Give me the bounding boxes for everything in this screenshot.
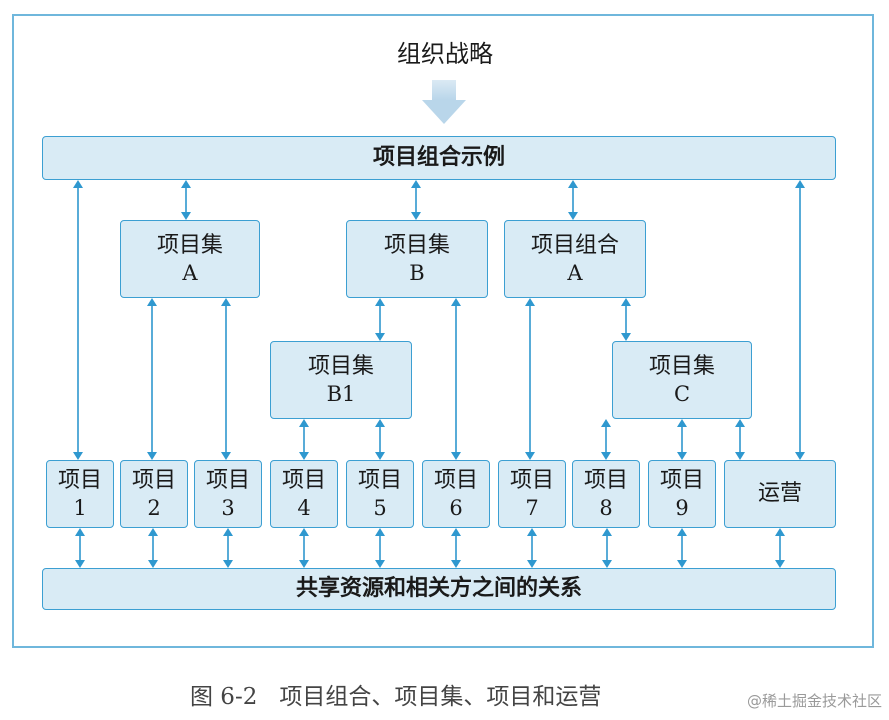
program-a-box: 项目集 A — [120, 220, 260, 298]
project-label: 项目 — [57, 468, 102, 494]
connector-arrow-3 — [411, 180, 421, 220]
operations-label: 运营 — [757, 481, 802, 507]
connector-arrow-21 — [375, 528, 385, 568]
connector-arrow-9 — [451, 298, 461, 460]
connector-arrow-5 — [795, 180, 805, 460]
program-b1-box: 项目集 B1 — [270, 341, 412, 419]
connector-arrow-19 — [223, 528, 233, 568]
connector-arrow-4 — [568, 180, 578, 220]
watermark: @稀土掘金技术社区 — [746, 692, 882, 710]
connector-arrow-2 — [181, 180, 191, 220]
connector-arrow-6 — [147, 298, 157, 460]
project-number: 9 — [675, 495, 689, 520]
portfolio-a-title: 项目组合 — [530, 233, 619, 259]
program-c-box: 项目集 C — [612, 341, 752, 419]
project-label: 项目 — [509, 468, 554, 494]
portfolio-example-bar: 项目组合示例 — [42, 136, 836, 180]
program-c-title: 项目集 — [648, 354, 715, 380]
connector-arrow-26 — [775, 528, 785, 568]
connectors — [73, 180, 805, 568]
program-b1-label: B1 — [326, 381, 356, 406]
figure-caption-text: 项目组合、项目集、项目和运营 — [279, 684, 602, 710]
project-label: 项目 — [433, 468, 478, 494]
figure-caption: 图 6-2 项目组合、项目集、项目和运营 — [190, 677, 710, 711]
connector-arrow-23 — [527, 528, 537, 568]
portfolio-a-letter: A — [567, 260, 583, 285]
connector-arrow-11 — [621, 298, 631, 341]
project-label: 项目 — [281, 468, 326, 494]
connector-arrow-25 — [677, 528, 687, 568]
connector-arrow-22 — [451, 528, 461, 568]
connector-arrow-14 — [601, 419, 611, 460]
connector-arrow-20 — [299, 528, 309, 568]
connector-arrow-12 — [299, 419, 309, 460]
connector-arrow-18 — [148, 528, 158, 568]
project-label: 项目 — [357, 468, 402, 494]
program-a-title: 项目集 — [156, 233, 223, 259]
program-c-letter: C — [673, 381, 691, 406]
project-number: 1 — [73, 495, 87, 520]
program-a-letter: A — [182, 260, 198, 285]
connector-arrow-8 — [375, 298, 385, 341]
portfolio-example-label: 项目组合示例 — [372, 145, 505, 171]
project-label: 项目 — [131, 468, 176, 494]
connector-arrow-16 — [735, 419, 745, 460]
project-number: 7 — [525, 495, 539, 520]
figure-number: 图 6-2 — [190, 684, 258, 710]
project-number: 6 — [449, 495, 463, 520]
project-number: 4 — [297, 495, 311, 520]
project-number: 5 — [373, 495, 387, 520]
operations-box: 运营 — [724, 460, 836, 528]
project-label: 项目 — [205, 468, 250, 494]
connector-arrow-7 — [221, 298, 231, 460]
program-b-letter: B — [409, 260, 425, 285]
project-label: 项目 — [659, 468, 704, 494]
organization-strategy-title: 组织战略 — [397, 40, 493, 68]
project-label: 项目 — [583, 468, 628, 494]
connector-arrow-1 — [73, 180, 83, 460]
program-b-title: 项目集 — [383, 233, 450, 259]
program-b-box: 项目集 B — [346, 220, 488, 298]
portfolio-a-box: 项目组合 A — [504, 220, 646, 298]
connector-arrow-10 — [525, 298, 535, 460]
connector-arrow-24 — [602, 528, 612, 568]
shared-resources-label: 共享资源和相关方之间的关系 — [295, 576, 582, 602]
connector-arrow-15 — [677, 419, 687, 460]
strategy-down-arrow — [422, 80, 466, 124]
program-b1-title: 项目集 — [307, 354, 374, 380]
connector-arrow-17 — [75, 528, 85, 568]
project-number: 8 — [599, 495, 613, 520]
project-number: 3 — [221, 495, 235, 520]
connector-arrow-13 — [375, 419, 385, 460]
shared-resources-bar: 共享资源和相关方之间的关系 — [42, 568, 836, 610]
project-number: 2 — [147, 495, 161, 520]
